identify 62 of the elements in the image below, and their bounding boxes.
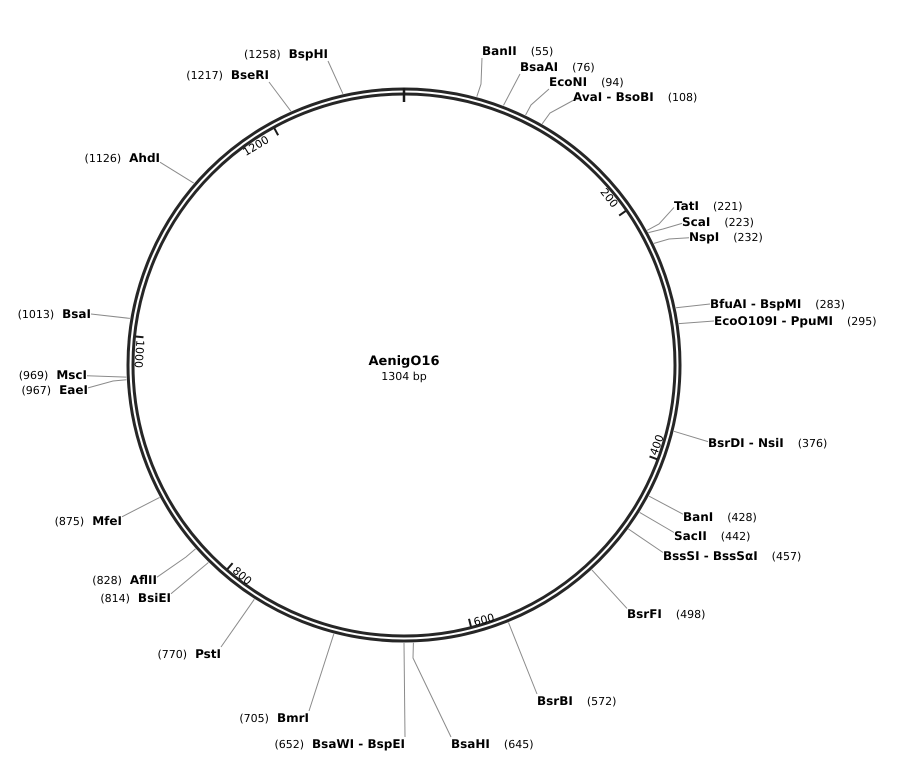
leader-line bbox=[156, 548, 196, 578]
restriction-site-label: BanII (55) bbox=[482, 44, 554, 58]
leader-line bbox=[170, 562, 209, 594]
restriction-site-label: (1013) BsaI bbox=[18, 307, 91, 321]
restriction-site-label: EcoNI (94) bbox=[549, 75, 624, 89]
leader-line bbox=[542, 100, 574, 124]
leader-line bbox=[676, 304, 710, 308]
restriction-site-label: (828) AflII bbox=[92, 573, 157, 587]
leader-line bbox=[404, 642, 406, 738]
leader-line bbox=[678, 320, 714, 324]
leader-line bbox=[220, 598, 255, 648]
plasmid-name: AenigO16 bbox=[368, 354, 440, 368]
restriction-site-label: BsrBI (572) bbox=[537, 694, 616, 708]
leader-line bbox=[476, 58, 482, 98]
leader-line bbox=[412, 642, 452, 738]
scale-number: 800 bbox=[230, 564, 254, 588]
restriction-site-label: (875) MfeI bbox=[54, 514, 122, 528]
restriction-site-label: EcoO109I - PpuMI (295) bbox=[714, 314, 877, 328]
leader-line bbox=[86, 375, 127, 378]
plasmid-size: 1304 bp bbox=[381, 368, 427, 384]
leader-line bbox=[654, 237, 690, 244]
restriction-site-label: (1258) BspHI bbox=[244, 47, 328, 61]
restriction-site-label: BssSI - BssSαI (457) bbox=[663, 549, 802, 563]
restriction-site-label: (770) PstI bbox=[157, 647, 221, 661]
restriction-site-label: SacII (442) bbox=[674, 529, 750, 543]
restriction-site-label: (705) BmrI bbox=[239, 711, 309, 725]
restriction-site-label: (967) EaeI bbox=[22, 383, 88, 397]
restriction-site-label: BsaHI (645) bbox=[451, 737, 534, 751]
leader-line bbox=[508, 622, 538, 694]
restriction-site-label: NspI (232) bbox=[689, 230, 763, 244]
restriction-site-label: (814) BsiEI bbox=[100, 591, 171, 605]
restriction-site-label: BsrFI (498) bbox=[627, 607, 706, 621]
restriction-site-label: (1126) AhdI bbox=[84, 151, 160, 165]
restriction-site-label: BsaAI (76) bbox=[520, 60, 595, 74]
leader-line bbox=[591, 569, 628, 609]
scale-number: 1000 bbox=[132, 340, 146, 368]
restriction-site-label: (652) BsaWI - BspEI bbox=[274, 737, 405, 751]
leader-line bbox=[268, 82, 292, 112]
leader-line bbox=[90, 314, 130, 319]
leader-line bbox=[646, 206, 674, 231]
leader-line bbox=[639, 512, 674, 533]
scale-number: 400 bbox=[648, 433, 666, 457]
restriction-site-label: BanI (428) bbox=[683, 510, 757, 524]
leader-line bbox=[648, 496, 684, 515]
leader-line bbox=[674, 430, 708, 442]
leader-line bbox=[308, 634, 334, 712]
restriction-site-label: TatI (221) bbox=[674, 199, 743, 213]
leader-line bbox=[648, 222, 682, 234]
leader-line bbox=[160, 162, 194, 184]
leader-line bbox=[88, 379, 127, 388]
restriction-site-label: BsrDI - NsiI (376) bbox=[708, 436, 828, 450]
leader-line bbox=[503, 74, 520, 106]
scale-number: 600 bbox=[472, 612, 496, 628]
leader-line bbox=[122, 496, 160, 518]
leader-line bbox=[628, 528, 664, 553]
restriction-site-label: BfuAI - BspMI (283) bbox=[710, 297, 845, 311]
restriction-site-label: ScaI (223) bbox=[682, 215, 754, 229]
leader-line bbox=[328, 60, 344, 94]
restriction-site-label: AvaI - BsoBI (108) bbox=[573, 90, 698, 104]
restriction-site-label: (1217) BseRI bbox=[186, 68, 269, 82]
restriction-site-label: (969) MscI bbox=[18, 368, 87, 382]
leader-line bbox=[525, 88, 550, 116]
